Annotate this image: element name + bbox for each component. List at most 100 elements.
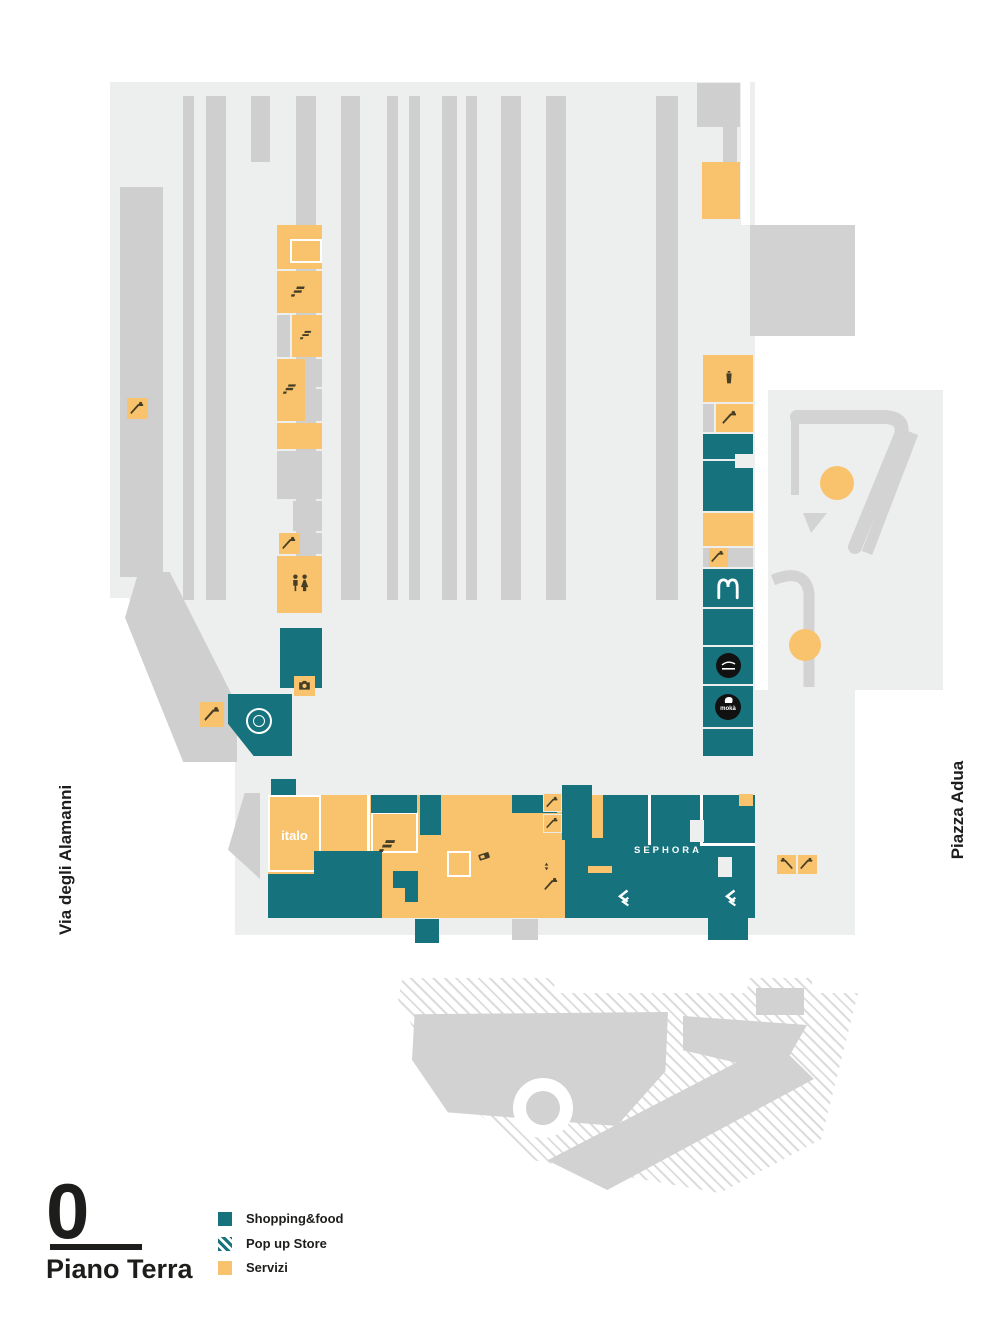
trenitalia-logo-icon bbox=[291, 283, 308, 300]
photobooth-marker bbox=[294, 676, 315, 696]
top-right-structure bbox=[723, 127, 737, 162]
structure-block bbox=[512, 919, 538, 940]
floor-number: 0 bbox=[46, 1167, 90, 1255]
legend-swatch-servizi bbox=[218, 1261, 232, 1275]
platform-bar bbox=[466, 96, 477, 600]
shop-block[interactable] bbox=[703, 647, 753, 684]
shop-block[interactable] bbox=[415, 919, 439, 943]
divider bbox=[700, 795, 703, 843]
escalator-icon bbox=[711, 550, 725, 564]
escalator-marker bbox=[709, 548, 728, 567]
shop-block[interactable] bbox=[703, 461, 753, 511]
escalator-marker bbox=[200, 702, 224, 727]
restroom-icon bbox=[289, 573, 311, 595]
escalator-icon bbox=[282, 536, 297, 551]
stairs-icon bbox=[779, 857, 793, 871]
round-black-logo bbox=[716, 653, 741, 678]
escalator-icon bbox=[800, 857, 814, 871]
floor-notch bbox=[718, 857, 732, 877]
platform-bar bbox=[387, 96, 398, 600]
service-structure bbox=[703, 404, 714, 432]
legend-swatch-popup bbox=[218, 1237, 232, 1251]
servizi-sub-room bbox=[290, 239, 322, 263]
escalator-icon bbox=[546, 817, 559, 830]
shop-block[interactable] bbox=[268, 874, 316, 918]
street-label-left: Via degli Alamanni bbox=[56, 784, 75, 935]
trattoria-logo-icon bbox=[246, 708, 272, 734]
shop-block[interactable] bbox=[420, 795, 441, 835]
platform-bar bbox=[251, 96, 270, 162]
platform-bar bbox=[409, 96, 420, 600]
street-label-right: Piazza Adua bbox=[948, 760, 967, 860]
ticket-office-icon bbox=[475, 848, 493, 864]
mcdonalds-store-block[interactable] bbox=[703, 569, 753, 607]
escalator-icon bbox=[722, 410, 738, 426]
italo-office-block[interactable] bbox=[268, 795, 321, 872]
legend-label-shopping: Shopping&food bbox=[246, 1211, 344, 1226]
trenitalia-service-block[interactable] bbox=[277, 359, 305, 421]
floor-notch bbox=[735, 454, 753, 468]
italo-label: italo bbox=[281, 828, 308, 843]
trenitalia-service-block[interactable] bbox=[292, 315, 322, 357]
servizi-sub-room bbox=[447, 851, 471, 877]
service-structure bbox=[302, 533, 322, 554]
trenitalia-logo-icon bbox=[300, 328, 314, 342]
elevator-icon bbox=[541, 861, 552, 872]
legend-label-servizi: Servizi bbox=[246, 1260, 288, 1275]
vending-block[interactable] bbox=[703, 355, 753, 402]
servizi-block[interactable] bbox=[702, 162, 740, 219]
divider bbox=[700, 843, 755, 846]
top-right-structure bbox=[697, 83, 740, 127]
mcdonalds-logo-icon bbox=[715, 575, 741, 601]
service-structure bbox=[277, 451, 322, 499]
service-structure bbox=[307, 389, 322, 421]
shop-notch bbox=[393, 888, 405, 902]
driveway-ramps bbox=[770, 410, 919, 687]
servizi-block[interactable] bbox=[277, 423, 322, 449]
escalator-marker bbox=[127, 398, 148, 419]
escalator-icon bbox=[544, 877, 559, 892]
pillar-marker bbox=[789, 629, 821, 661]
servizi-block[interactable] bbox=[703, 513, 753, 546]
drink-vending-icon bbox=[721, 368, 737, 388]
shop-block[interactable] bbox=[371, 795, 417, 813]
shop-block[interactable] bbox=[708, 918, 748, 940]
service-structure bbox=[277, 315, 290, 357]
trenitalia-logo-icon bbox=[378, 836, 400, 856]
right-lower-floor bbox=[755, 690, 855, 935]
restroom-block[interactable] bbox=[277, 556, 322, 613]
servizi-marker bbox=[739, 794, 753, 806]
servizi-strip bbox=[588, 866, 612, 873]
shop-block[interactable] bbox=[703, 609, 753, 645]
stairs-marker bbox=[777, 855, 796, 874]
escalator-marker bbox=[279, 533, 300, 554]
platform-bar bbox=[501, 96, 521, 600]
divider bbox=[648, 795, 651, 845]
legend-label-popup: Pop up Store bbox=[246, 1236, 327, 1251]
shop-block[interactable] bbox=[314, 851, 382, 918]
shop-block[interactable] bbox=[271, 779, 296, 796]
shop-block[interactable] bbox=[565, 838, 605, 918]
platform-bar bbox=[442, 96, 457, 600]
escalator-marker bbox=[716, 404, 753, 432]
escalator-marker bbox=[543, 793, 562, 812]
left-wing-structure bbox=[120, 187, 163, 577]
escalator-marker bbox=[543, 814, 562, 833]
escalator-icon bbox=[204, 706, 221, 723]
trenitalia-service-block[interactable] bbox=[277, 271, 322, 313]
platform-bar bbox=[183, 96, 194, 600]
moka-store-block[interactable]: mokà bbox=[703, 686, 753, 727]
shop-block[interactable] bbox=[703, 729, 753, 756]
legend-underline bbox=[50, 1244, 142, 1250]
right-annex-structure bbox=[750, 225, 855, 336]
escalator-icon bbox=[130, 401, 145, 416]
sephora-label: SEPHORA bbox=[634, 845, 702, 856]
service-structure bbox=[307, 359, 322, 387]
escalator-icon bbox=[546, 796, 559, 809]
feltrinelli-logo-icon bbox=[615, 888, 635, 908]
platform-bar bbox=[206, 96, 226, 600]
floor-cut bbox=[741, 82, 750, 225]
shop-block[interactable] bbox=[562, 785, 592, 840]
floor-name: Piano Terra bbox=[46, 1254, 193, 1284]
